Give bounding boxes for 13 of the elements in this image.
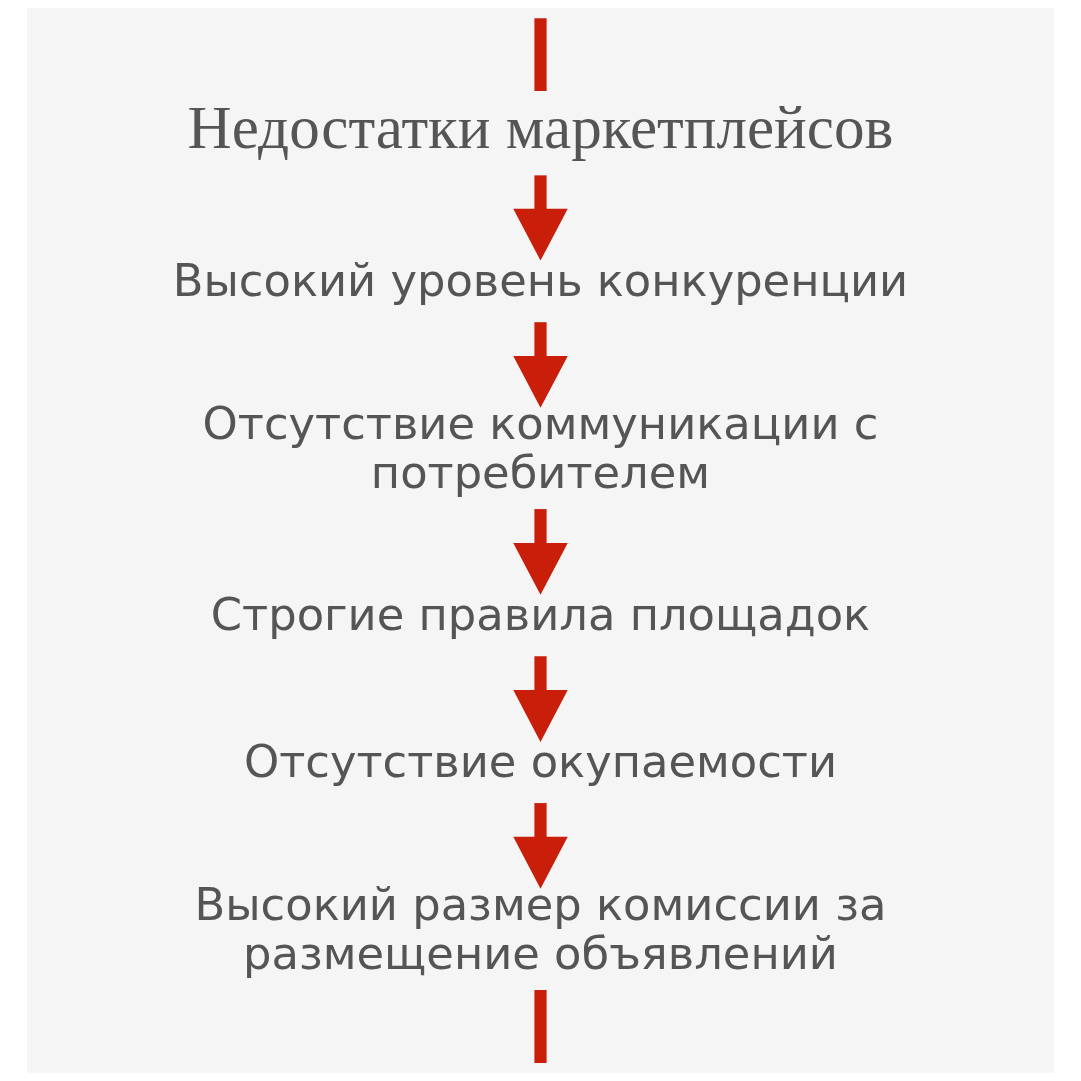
node-text: Недостатки маркетплейсов <box>187 94 894 162</box>
arrow <box>513 509 568 595</box>
node-text: Высокий размер комиссии за размещение объявлений <box>194 877 887 980</box>
arrow <box>513 175 568 261</box>
arrow <box>513 656 568 742</box>
arrow <box>513 803 568 889</box>
arrow <box>513 322 568 408</box>
node-text: Строгие правила площадок <box>210 588 871 642</box>
node-text: Отсутствие коммуникации с потребителем <box>202 396 879 499</box>
connector <box>534 990 547 1064</box>
node-text: Отсутствие окупаемости <box>243 735 838 789</box>
connector <box>534 18 547 91</box>
node-text: Высокий уровень конкуренции <box>172 254 909 308</box>
